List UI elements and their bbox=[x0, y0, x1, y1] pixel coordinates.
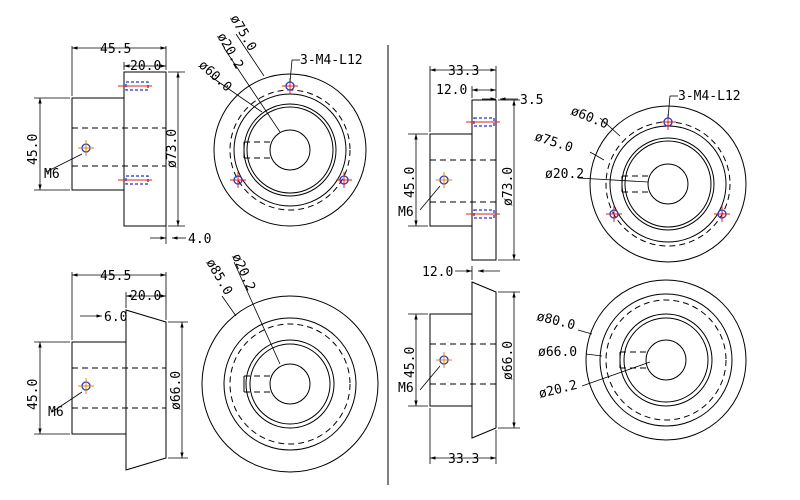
circle-pcd-label: ø60.0 bbox=[569, 104, 611, 133]
bottom-right-front-view: ø80.0 ø66.0 ø20.2 bbox=[535, 279, 747, 441]
circle-outer-label: ø85.0 bbox=[203, 257, 236, 298]
dim-height: 45.0 bbox=[26, 379, 41, 410]
dim-step: 6.0 bbox=[104, 310, 127, 325]
circle-bore-label: ø20.2 bbox=[537, 378, 579, 402]
dim-flange: 20.0 bbox=[130, 289, 161, 304]
circle-outer-label: ø80.0 bbox=[535, 309, 577, 333]
thread-label: M6 bbox=[48, 405, 64, 420]
bottom-left-front-view: ø20.2 ø85.0 bbox=[201, 252, 379, 473]
dim-od: ø73.0 bbox=[165, 129, 180, 168]
dim-length: 45.5 bbox=[100, 269, 131, 284]
dim-small: 4.0 bbox=[188, 232, 211, 247]
flange-block bbox=[123, 71, 167, 227]
circle-bore-label: ø20.2 bbox=[545, 167, 584, 182]
dim-flange: 12.0 bbox=[436, 83, 467, 98]
dim-od: ø66.0 bbox=[501, 341, 516, 380]
holes-label: 3-M4-L12 bbox=[300, 53, 363, 68]
thread-label: M6 bbox=[398, 381, 414, 396]
body-block bbox=[71, 97, 125, 191]
top-left-side-view: 45.5 20.0 45.0 ø73.0 4.0 M6 bbox=[26, 42, 211, 247]
top-right-front-view: 3-M4-L12 ø60.0 ø75.0 ø20.2 bbox=[533, 89, 747, 263]
circle-outer-label: ø75.0 bbox=[533, 130, 575, 156]
thread-label: M6 bbox=[398, 205, 414, 220]
dim-od: ø73.0 bbox=[501, 167, 516, 206]
top-left-front-view: 3-M4-L12 ø75.0 ø20.2 ø60.0 bbox=[195, 13, 367, 227]
thread-label: M6 bbox=[44, 167, 60, 182]
holes-label: 3-M4-L12 bbox=[678, 89, 741, 104]
dim-flange: 20.0 bbox=[130, 59, 161, 74]
dim-small: 3.5 bbox=[520, 93, 543, 108]
dim-height: 45.0 bbox=[403, 167, 418, 198]
dim-flange: 12.0 bbox=[422, 265, 453, 280]
dim-height: 45.0 bbox=[403, 347, 418, 378]
dim-od: ø66.0 bbox=[169, 371, 184, 410]
dim-length: 33.3 bbox=[448, 64, 479, 79]
top-right-side-view: 33.3 12.0 3.5 45.0 ø73.0 M6 bbox=[398, 64, 543, 261]
dim-height: 45.0 bbox=[26, 134, 41, 165]
bottom-left-side-view: 45.5 20.0 6.0 45.0 ø66.0 M6 bbox=[26, 269, 188, 471]
dim-length: 45.5 bbox=[100, 42, 131, 57]
circle-inner-label: ø66.0 bbox=[538, 345, 577, 360]
dim-length: 33.3 bbox=[448, 452, 479, 467]
bottom-right-side-view: 12.0 45.0 ø66.0 M6 33.3 bbox=[398, 265, 520, 467]
